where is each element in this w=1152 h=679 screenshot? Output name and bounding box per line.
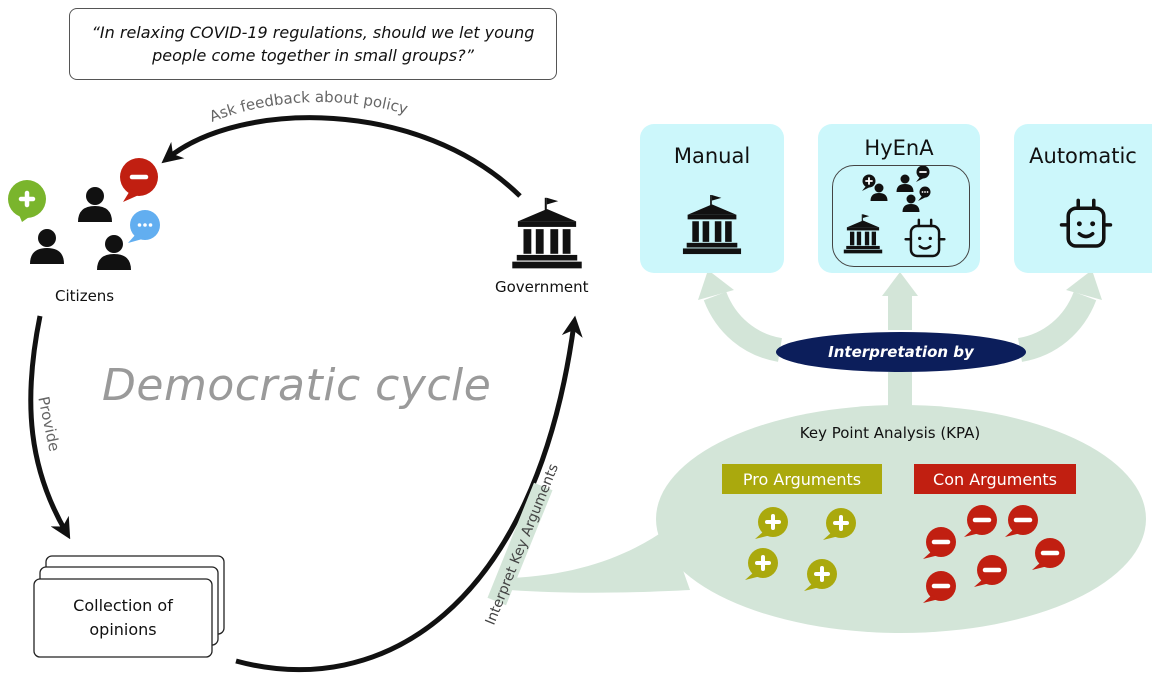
kpa-connector — [510, 528, 690, 593]
interpretation-arrows — [703, 291, 1097, 420]
con-bubble-icon — [923, 527, 956, 559]
citizen-person-icon — [78, 187, 112, 222]
citizen-person-icon — [97, 235, 131, 270]
citizen-minus-bubble-icon — [120, 158, 158, 202]
collection-line-1: Collection of — [73, 596, 173, 615]
con-arguments-label: Con Arguments — [914, 464, 1076, 494]
manual-building-icon — [682, 195, 742, 255]
con-bubble-icon — [964, 505, 997, 537]
government-building-icon — [512, 197, 582, 269]
con-bubble-icon — [923, 571, 956, 603]
arc-ask-feedback — [161, 115, 522, 198]
hyena-people-icon — [862, 166, 931, 212]
hyena-building-icon — [843, 214, 883, 254]
cycle-arcs — [28, 115, 583, 673]
automatic-title: Automatic — [1029, 144, 1137, 168]
manual-panel: Manual — [640, 124, 784, 273]
interpret-label-band — [487, 482, 553, 606]
hyena-inner-box — [832, 165, 970, 267]
citizen-person-icon — [30, 229, 64, 264]
policy-question-box: “In relaxing COVID-19 regulations, shoul… — [69, 8, 557, 80]
pro-bubbles — [745, 507, 856, 591]
interpretation-arrowheads — [698, 270, 1102, 300]
democratic-cycle-title: Democratic cycle — [102, 360, 492, 411]
pro-bubble-icon — [755, 507, 788, 539]
provide-label: Provide — [34, 395, 63, 453]
citizen-plus-bubble-icon — [8, 180, 46, 222]
pro-bubble-icon — [804, 559, 837, 591]
hyena-robot-icon — [904, 218, 946, 258]
citizen-neutral-bubble-icon — [128, 210, 160, 243]
pro-bubble-icon — [823, 508, 856, 540]
collection-line-2: opinions — [89, 620, 157, 639]
kpa-ellipse — [656, 405, 1146, 633]
citizens-label: Citizens — [55, 287, 115, 305]
hyena-title: HyEnA — [864, 136, 934, 160]
hyena-icons — [843, 166, 946, 258]
collection-card-front — [33, 578, 213, 658]
government-label: Government — [495, 278, 589, 296]
arc-interpret — [235, 315, 583, 673]
kpa-title: Key Point Analysis (KPA) — [799, 424, 981, 442]
manual-title: Manual — [673, 144, 751, 168]
con-bubble-icon — [1032, 538, 1065, 570]
arc-provide — [28, 315, 71, 540]
pro-arguments-label: Pro Arguments — [722, 464, 882, 494]
con-bubbles — [923, 505, 1065, 603]
con-bubble-icon — [1005, 505, 1038, 537]
interpret-label: Interpret Key Arguments — [483, 462, 562, 628]
automatic-panel: Automatic — [1014, 124, 1152, 273]
pro-bubble-icon — [745, 548, 778, 580]
interpretation-by-pill: Interpretation by — [776, 332, 1026, 372]
hyena-panel: HyEnA — [818, 124, 980, 273]
con-bubble-icon — [974, 555, 1007, 587]
automatic-robot-icon — [1059, 198, 1113, 248]
collection-of-opinions-label: Collection of opinions — [34, 579, 212, 657]
